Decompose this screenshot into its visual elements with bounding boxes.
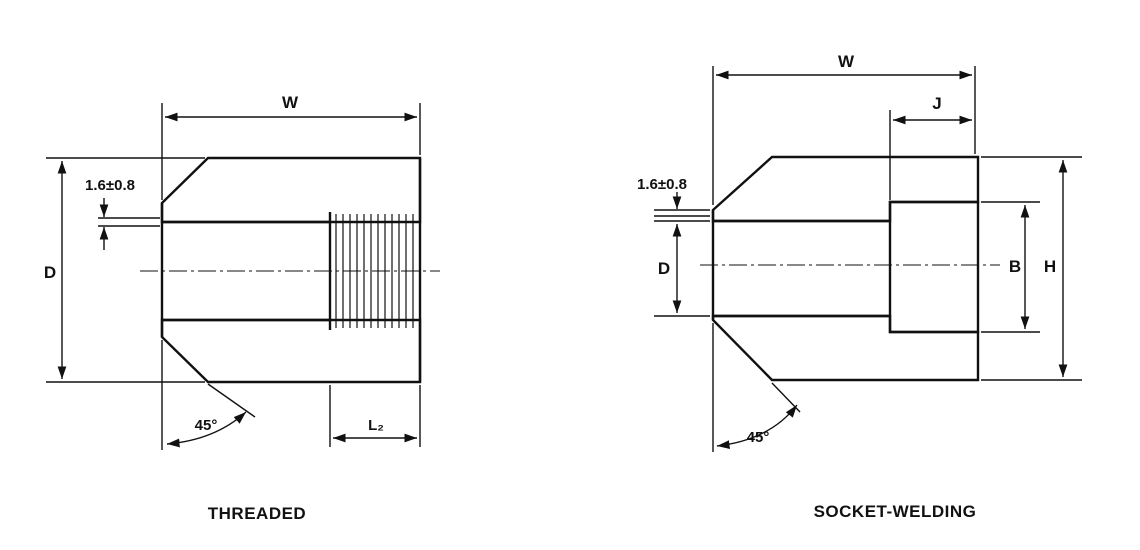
socket-w-label: W <box>838 52 855 71</box>
socket-diameter-dimension: D <box>654 220 710 317</box>
socket-cavity <box>888 200 980 334</box>
socket-caption: SOCKET-WELDING <box>814 502 977 521</box>
socket-offset-label: 1.6±0.8 <box>637 176 687 193</box>
socket-lower-wall <box>711 314 980 382</box>
threaded-lower-wall <box>160 318 422 384</box>
socket-welding-fitting: W J 1.6±0.8 D B <box>637 52 1082 521</box>
threaded-width-dimension: W <box>161 93 421 200</box>
socket-upper-wall <box>711 155 980 223</box>
threaded-w-label: W <box>282 93 299 112</box>
socket-angle-dimension: 45° <box>712 323 801 452</box>
socket-j-label: J <box>932 94 941 113</box>
socket-height-dimension: H <box>981 156 1082 381</box>
threaded-diameter-dimension: D <box>44 157 205 383</box>
threaded-l2-label: L₂ <box>368 417 384 434</box>
socket-chamfer-offset-dimension: 1.6±0.8 <box>637 176 710 217</box>
threaded-offset-label: 1.6±0.8 <box>85 177 135 194</box>
socket-width-dimension: W <box>712 52 976 205</box>
threaded-chamfer-offset-dimension: 1.6±0.8 <box>85 177 160 250</box>
socket-h-label: H <box>1044 257 1056 276</box>
threaded-caption: THREADED <box>208 504 306 523</box>
threaded-angle-dimension: 45° <box>161 340 256 450</box>
threaded-upper-wall <box>160 156 422 224</box>
threaded-thread-length-dimension: L₂ <box>329 385 421 447</box>
socket-bore-dimension: B <box>981 201 1040 333</box>
socket-d-label: D <box>658 259 670 278</box>
socket-angle-label: 45° <box>747 429 770 446</box>
socket-depth-dimension: J <box>889 94 972 200</box>
socket-b-label: B <box>1009 257 1021 276</box>
threaded-fitting: W D 1.6±0.8 45° L₂ <box>44 93 440 523</box>
threaded-d-label: D <box>44 263 56 282</box>
threaded-angle-label: 45° <box>195 417 218 434</box>
